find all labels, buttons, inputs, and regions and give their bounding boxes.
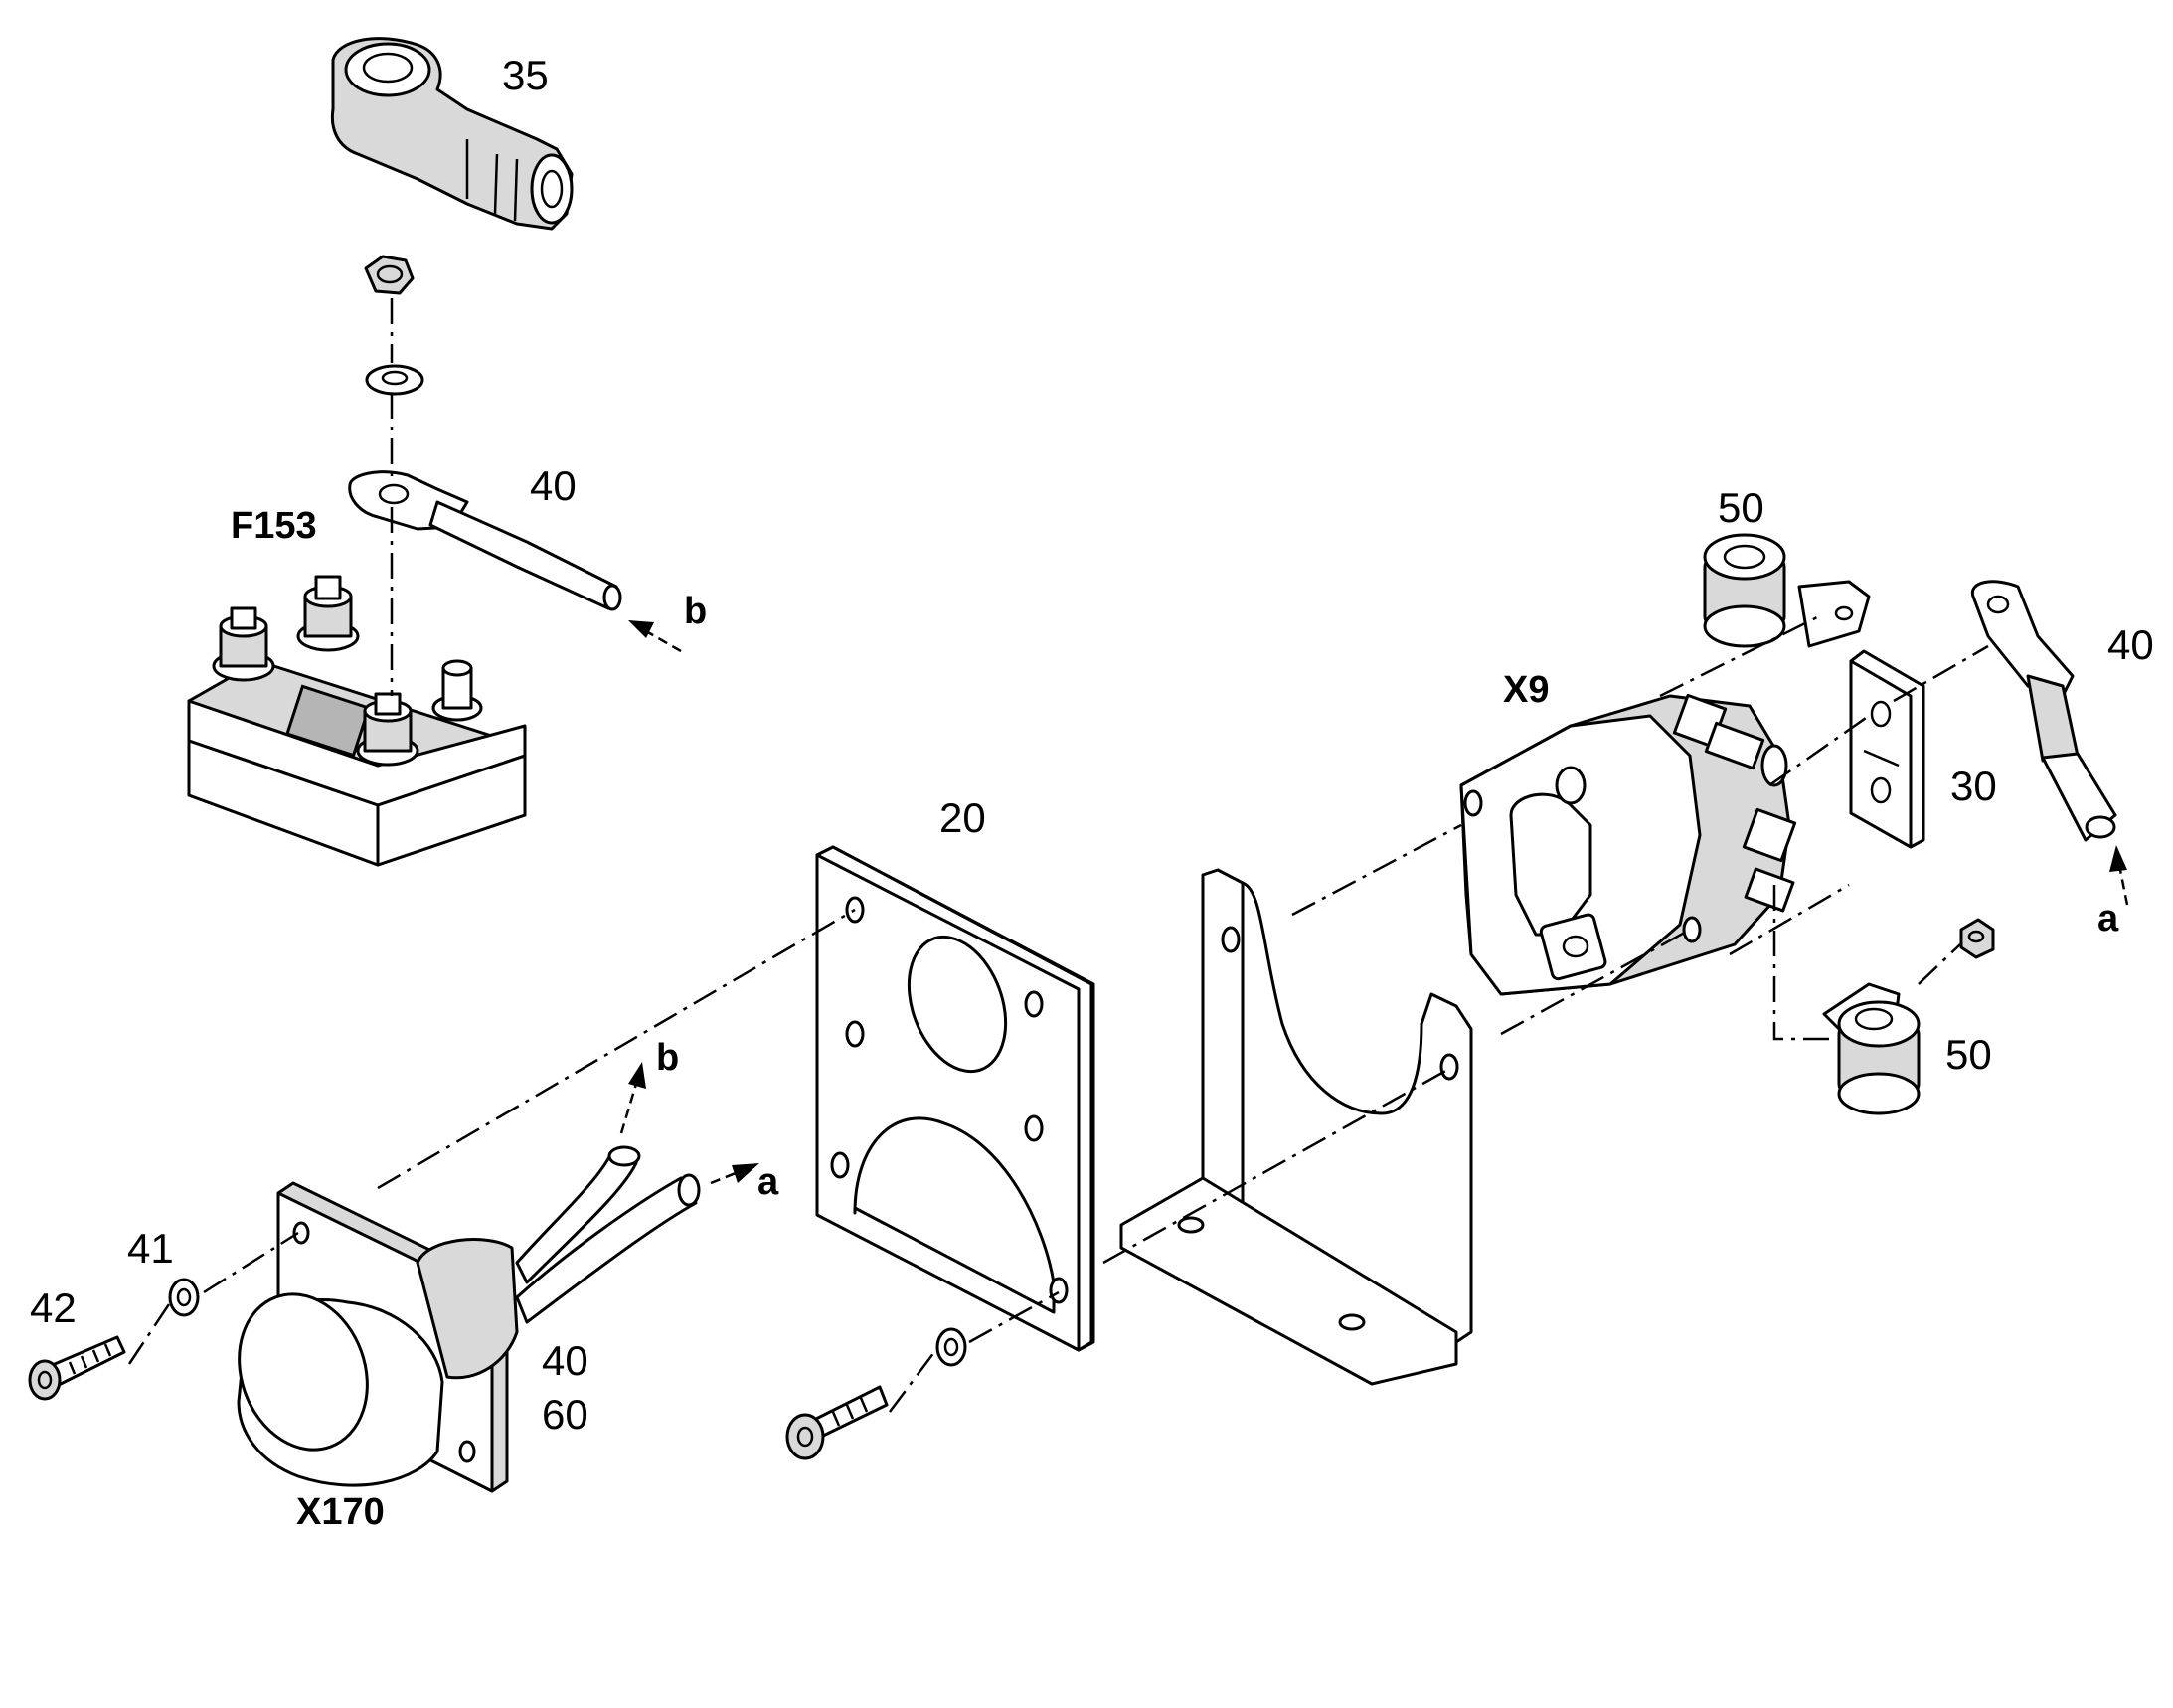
label-part-35: 35 (502, 52, 549, 98)
part-35-terminal-cap (330, 37, 574, 231)
label-arrow-a-right: a (2097, 898, 2119, 939)
axis-lines-connector (127, 908, 1450, 1413)
part-40-cable-lug-right (1970, 580, 2117, 842)
screw-and-washer-plate (785, 1327, 967, 1460)
part-30-link-bar (1849, 649, 1925, 849)
part-50-cable-clip-bottom (1822, 918, 1995, 1115)
label-ref-x170: X170 (296, 1491, 385, 1533)
label-ref-x9: X9 (1503, 669, 1550, 711)
battery-switch-x9 (1459, 693, 1797, 996)
label-part-30: 30 (1950, 763, 1997, 809)
label-part-50-top: 50 (1718, 484, 1764, 531)
part-41-washer-left (168, 1278, 200, 1317)
nut-and-washer (364, 255, 424, 396)
part-20-mounting-plate (815, 845, 1095, 1352)
label-part-40-right: 40 (2107, 621, 2154, 668)
label-part-40-bottom: 40 (542, 1337, 588, 1384)
fuse-holder-f153 (187, 575, 527, 867)
label-part-20: 20 (939, 794, 986, 841)
angle-bracket (1119, 868, 1473, 1386)
label-arrow-a-bottom: a (757, 1161, 779, 1203)
label-part-41: 41 (127, 1225, 174, 1272)
arrow-b-top (628, 620, 682, 653)
label-part-40-top: 40 (530, 462, 577, 509)
part-40-cable-lug-top (348, 470, 622, 611)
axis-lines-switch (1291, 614, 1989, 1041)
label-part-60: 60 (542, 1391, 588, 1438)
label-arrow-b-top: b (684, 591, 708, 632)
part-42-screw-left (28, 1335, 126, 1401)
label-part-42: 42 (30, 1284, 77, 1331)
arrow-a-bottom (710, 1163, 759, 1185)
part-50-cable-clip-top (1703, 533, 1871, 648)
arrow-b-bottom (619, 1062, 646, 1134)
label-part-50-bottom: 50 (1945, 1031, 1992, 1078)
label-ref-f153: F153 (231, 505, 317, 547)
arrow-a-right (2109, 845, 2129, 906)
label-arrow-b-bottom: b (656, 1037, 680, 1079)
connector-x170 (237, 1145, 701, 1493)
